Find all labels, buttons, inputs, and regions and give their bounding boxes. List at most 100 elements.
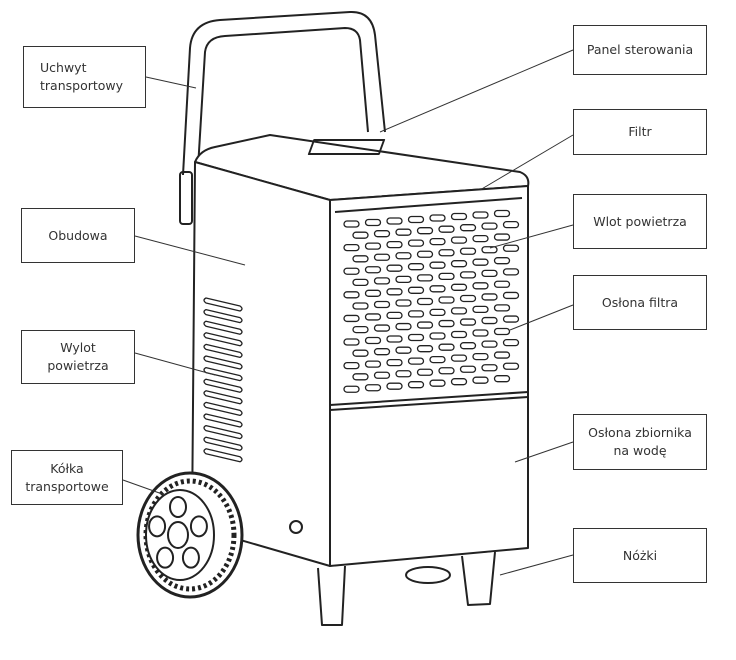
outlet-vent <box>203 378 243 393</box>
inlet-slot <box>472 376 489 384</box>
inlet-slot <box>472 211 489 219</box>
inlet-slot <box>416 321 434 329</box>
outlet-vent <box>203 448 243 463</box>
label-feet: Nóżki <box>573 528 707 583</box>
inlet-slot <box>481 316 498 325</box>
filter-edge <box>334 197 523 213</box>
transport-wheel <box>136 471 244 599</box>
leader-lines <box>122 49 574 576</box>
inlet-slot <box>407 333 425 342</box>
inlet-slot <box>472 352 489 361</box>
foot-front-right <box>461 551 496 606</box>
inlet-slot <box>472 329 489 337</box>
outlet-vent <box>203 308 243 324</box>
outlet-vent <box>203 413 243 428</box>
wheel-spoke <box>169 496 187 518</box>
inlet-slot <box>459 365 477 373</box>
inlet-slot <box>493 351 511 359</box>
inlet-slot <box>416 297 434 306</box>
inlet-slot <box>429 332 446 340</box>
leader-handle <box>145 76 197 89</box>
inlet-slot <box>343 291 360 299</box>
inlet-slot <box>386 382 403 390</box>
inlet-slot <box>407 357 425 365</box>
wheel-tread <box>143 478 237 592</box>
inlet-slot <box>481 293 498 301</box>
inlet-slot <box>343 314 360 323</box>
inlet-slot <box>438 249 455 257</box>
inlet-slot <box>407 263 425 271</box>
inlet-slot <box>343 220 360 228</box>
inlet-slot <box>493 257 511 265</box>
inlet-slot <box>395 346 412 354</box>
wheel-hub <box>167 521 189 549</box>
inlet-slot <box>450 212 468 221</box>
inlet-slot <box>493 233 511 241</box>
inlet-slot <box>472 282 489 290</box>
inlet-slot <box>364 289 382 297</box>
inlet-slot <box>395 370 412 378</box>
label-text: Kółka <box>50 460 84 476</box>
label-control-panel: Panel sterowania <box>573 25 707 75</box>
inlet-slot <box>429 308 446 317</box>
inlet-slot <box>459 247 477 255</box>
air-inlet-grille <box>343 209 520 393</box>
inlet-slot <box>472 305 489 314</box>
inlet-slot <box>502 339 520 347</box>
transport-handle-inner <box>197 27 369 169</box>
outlet-vent <box>203 436 243 451</box>
inlet-slot <box>352 231 369 239</box>
inlet-slot <box>416 274 434 282</box>
inlet-slot <box>438 272 455 281</box>
inlet-slot <box>450 283 468 291</box>
control-panel-display <box>307 139 386 155</box>
label-text: Panel sterowania <box>586 42 694 57</box>
inlet-slot <box>416 227 434 235</box>
leader-wheels <box>122 479 166 496</box>
inlet-slot <box>481 340 498 348</box>
foot-front-left <box>317 565 346 626</box>
outlet-vent <box>203 424 243 440</box>
inlet-slot <box>386 311 403 320</box>
inlet-slot <box>502 244 520 252</box>
label-text: Osłona zbiornika <box>588 425 692 440</box>
inlet-slot <box>364 313 382 321</box>
leader-filter <box>479 134 574 191</box>
inlet-slot <box>343 267 360 275</box>
wheel-spoke <box>156 546 175 569</box>
leader-tank-cover <box>514 441 574 463</box>
inlet-slot <box>416 250 434 258</box>
label-text: transportowe <box>25 478 109 494</box>
inlet-slot <box>352 325 369 334</box>
inlet-slot <box>438 319 455 328</box>
inlet-slot <box>472 234 489 243</box>
inlet-slot <box>502 268 520 276</box>
inlet-slot <box>429 285 446 293</box>
inlet-slot <box>343 385 360 393</box>
wheel-spoke <box>148 515 167 538</box>
inlet-slot <box>343 338 360 346</box>
inlet-slot <box>438 225 455 233</box>
inlet-slot <box>373 371 391 379</box>
inlet-slot <box>472 258 489 266</box>
inlet-slot <box>481 269 498 278</box>
inlet-slot <box>429 237 446 246</box>
inlet-slot <box>364 336 382 345</box>
air-outlet-vents <box>203 297 243 463</box>
inlet-slot <box>373 300 391 309</box>
inlet-slot <box>343 243 360 252</box>
inlet-slot <box>386 288 403 296</box>
inlet-slot <box>352 255 369 263</box>
inlet-slot <box>438 296 455 304</box>
inlet-slot <box>429 214 446 222</box>
label-air-outlet: Wylot powietrza <box>21 330 135 384</box>
inlet-slot <box>493 304 511 312</box>
inlet-slot <box>373 348 391 356</box>
inlet-slot <box>502 221 520 229</box>
inlet-slot <box>395 228 412 236</box>
wheel-rim <box>145 489 215 581</box>
